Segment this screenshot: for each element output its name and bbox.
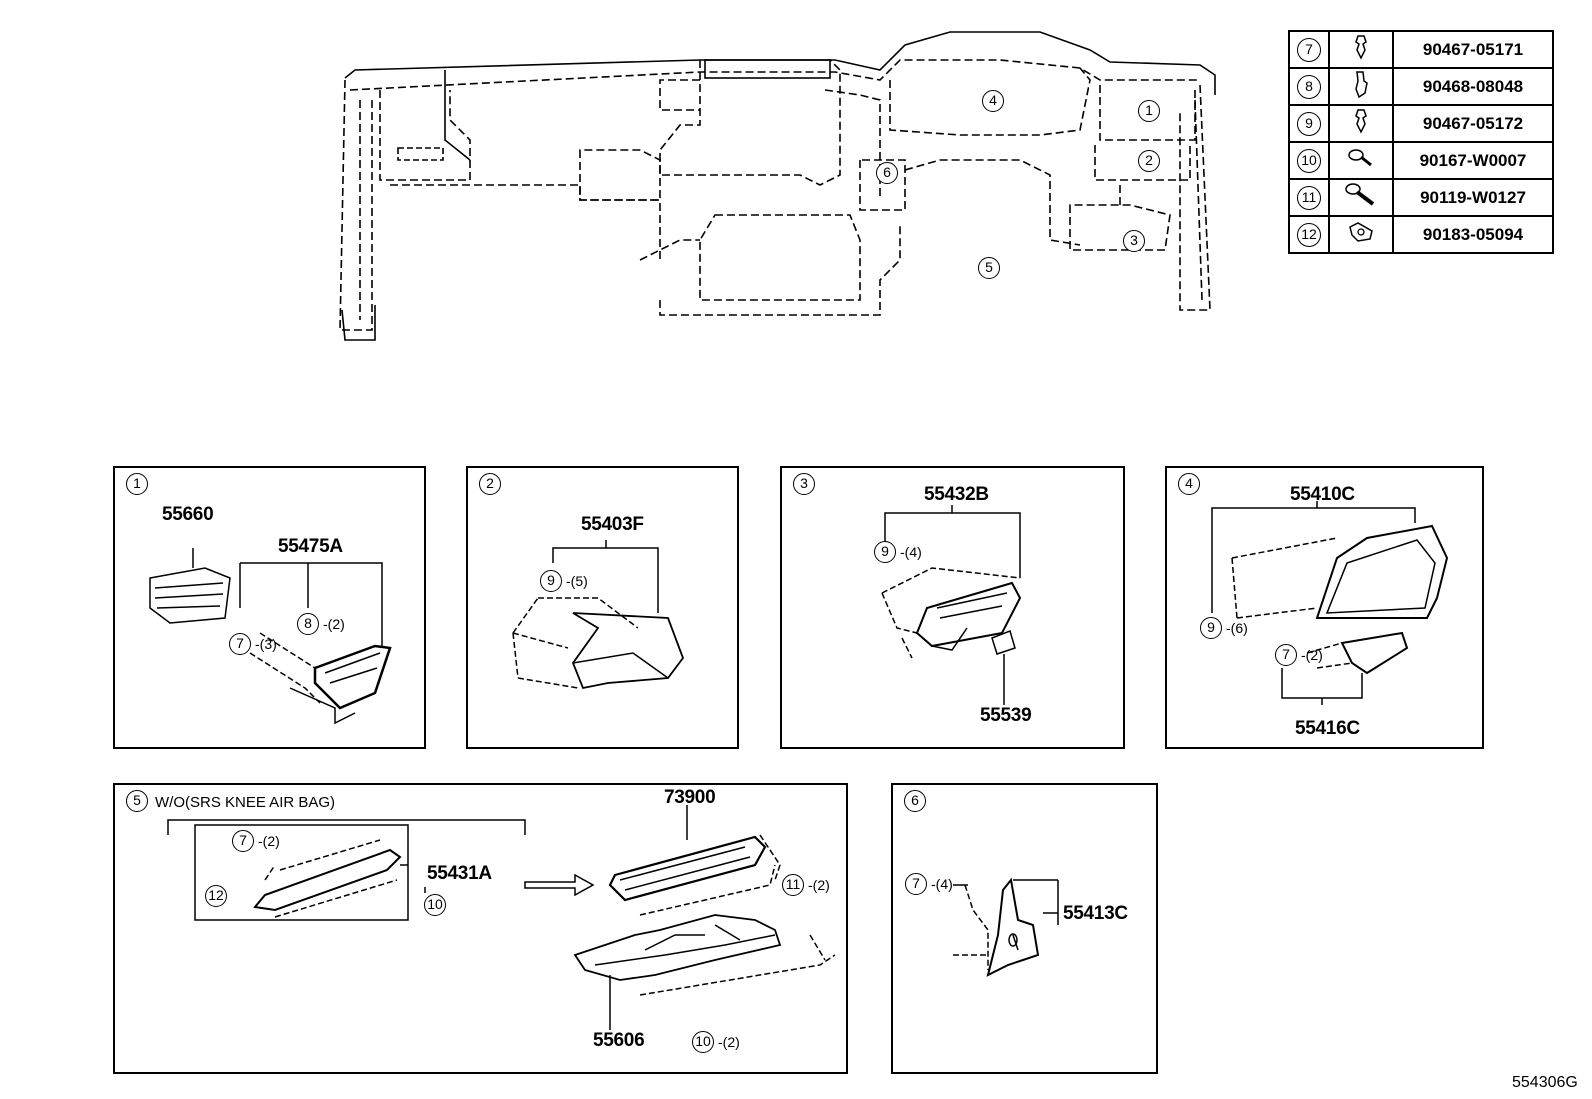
part-number-label: 55432B [924,484,989,505]
legend-ref: 11 [1297,185,1321,210]
overview-callout-6: 6 [876,162,898,184]
part-number-label: 55539 [980,705,1032,726]
panel-number: 5 [126,790,148,812]
legend-ref: 8 [1297,74,1321,99]
overview-callout-1: 1 [1138,100,1160,122]
nut-icon [1349,222,1373,242]
legend-ref: 7 [1297,37,1321,62]
legend-part-number: 90467-05171 [1392,30,1554,69]
panel-number: 4 [1178,473,1200,495]
center-lower-panel-drawing [512,540,685,690]
legend-ref: 12 [1297,222,1321,247]
part-number-label: 55660 [162,504,214,525]
panel-number: 2 [479,473,501,495]
fastener-quantity: -(2) [808,877,830,893]
legend-ref: 10 [1297,148,1321,173]
legend-part-number: 90468-08048 [1392,67,1554,106]
legend-part-number: 90167-W0007 [1392,141,1554,180]
fastener-callout-11: 11 [782,874,804,896]
fastener-callout-9: 9 [1200,617,1222,639]
detail-panel-5: 5 W/O(SRS KNEE AIR BAG) 55431A 73900 556… [113,783,848,1074]
detail-panel-1: 1 55660 55475A 8 -(2) 7 -(3) [113,466,426,749]
fastener-quantity: -(3) [255,636,277,652]
part-number-label: 55413C [1063,903,1128,924]
fastener-quantity: -(2) [258,833,280,849]
part-number-label: 55403F [581,514,644,535]
part-number-label: 55410C [1290,484,1355,505]
detail-panel-6: 6 55413C 7 -(4) [891,783,1158,1074]
screw-icon [1348,149,1372,167]
fastener-callout-12: 12 [205,885,227,907]
fastener-callout-7: 7 [232,830,254,852]
detail-panel-4: 4 55410C 55416C 9 -(6) 7 -(2) [1165,466,1484,749]
fastener-quantity: -(4) [900,544,922,560]
dashboard-overview-drawing [339,31,1216,341]
fastener-callout-7: 7 [905,873,927,895]
clip-icon [1355,71,1368,99]
fastener-callout-10: 10 [424,894,446,916]
part-number-label: 55431A [427,863,492,884]
legend-row: 8 90468-08048 [1288,67,1554,106]
fastener-callout-7: 7 [229,633,251,655]
legend-part-number: 90119-W0127 [1392,178,1554,217]
fastener-quantity: -(6) [1226,620,1248,636]
lower-finish-panel-drawing [881,505,1022,705]
fastener-quantity: -(2) [718,1034,740,1050]
clip-icon [1355,109,1367,134]
fastener-legend-table: 7 90467-05171 8 90468-08048 9 90467-0517… [1288,30,1554,254]
legend-row: 10 90167-W0007 [1288,141,1554,180]
overview-callout-5: 5 [978,257,1000,279]
fastener-quantity: -(2) [1301,647,1323,663]
legend-part-number: 90183-05094 [1392,215,1554,254]
fastener-quantity: -(4) [931,876,953,892]
fastener-callout-9: 9 [540,570,562,592]
part-number-label: 55475A [278,536,343,557]
fastener-callout-8: 8 [297,613,319,635]
legend-row: 7 90467-05171 [1288,30,1554,69]
overview-callout-4: 4 [982,90,1004,112]
panel-number: 1 [126,473,148,495]
fastener-quantity: -(2) [323,616,345,632]
part-number-label: 55416C [1295,718,1360,739]
panel-number: 6 [904,790,926,812]
cluster-hood-drawing [1211,501,1449,705]
fastener-quantity: -(5) [566,573,588,589]
detail-panel-3: 3 55432B 55539 9 -(4) [780,466,1125,749]
figure-code: 554306G [1512,1074,1578,1091]
overview-callout-3: 3 [1123,230,1145,252]
legend-row: 12 90183-05094 [1288,215,1554,254]
part-number-label: 73900 [664,787,716,808]
legend-ref: 9 [1297,111,1321,136]
legend-row: 9 90467-05172 [1288,104,1554,143]
legend-part-number: 90467-05172 [1392,104,1554,143]
fastener-callout-7: 7 [1275,644,1297,666]
bolt-icon [1345,183,1375,206]
variant-note: W/O(SRS KNEE AIR BAG) [155,794,336,811]
center-brace-cover-drawing [953,877,1059,977]
legend-row: 11 90119-W0127 [1288,178,1554,217]
part-number-label: 55606 [593,1030,645,1051]
knee-panel-drawing [167,805,836,1030]
fastener-callout-10: 10 [692,1031,714,1053]
fastener-callout-9: 9 [874,541,896,563]
panel-number: 3 [793,473,815,495]
side-vent-drawing [149,548,392,725]
detail-panel-2: 2 55403F 9 -(5) [466,466,739,749]
overview-callout-2: 2 [1138,150,1160,172]
clip-icon [1355,35,1367,60]
